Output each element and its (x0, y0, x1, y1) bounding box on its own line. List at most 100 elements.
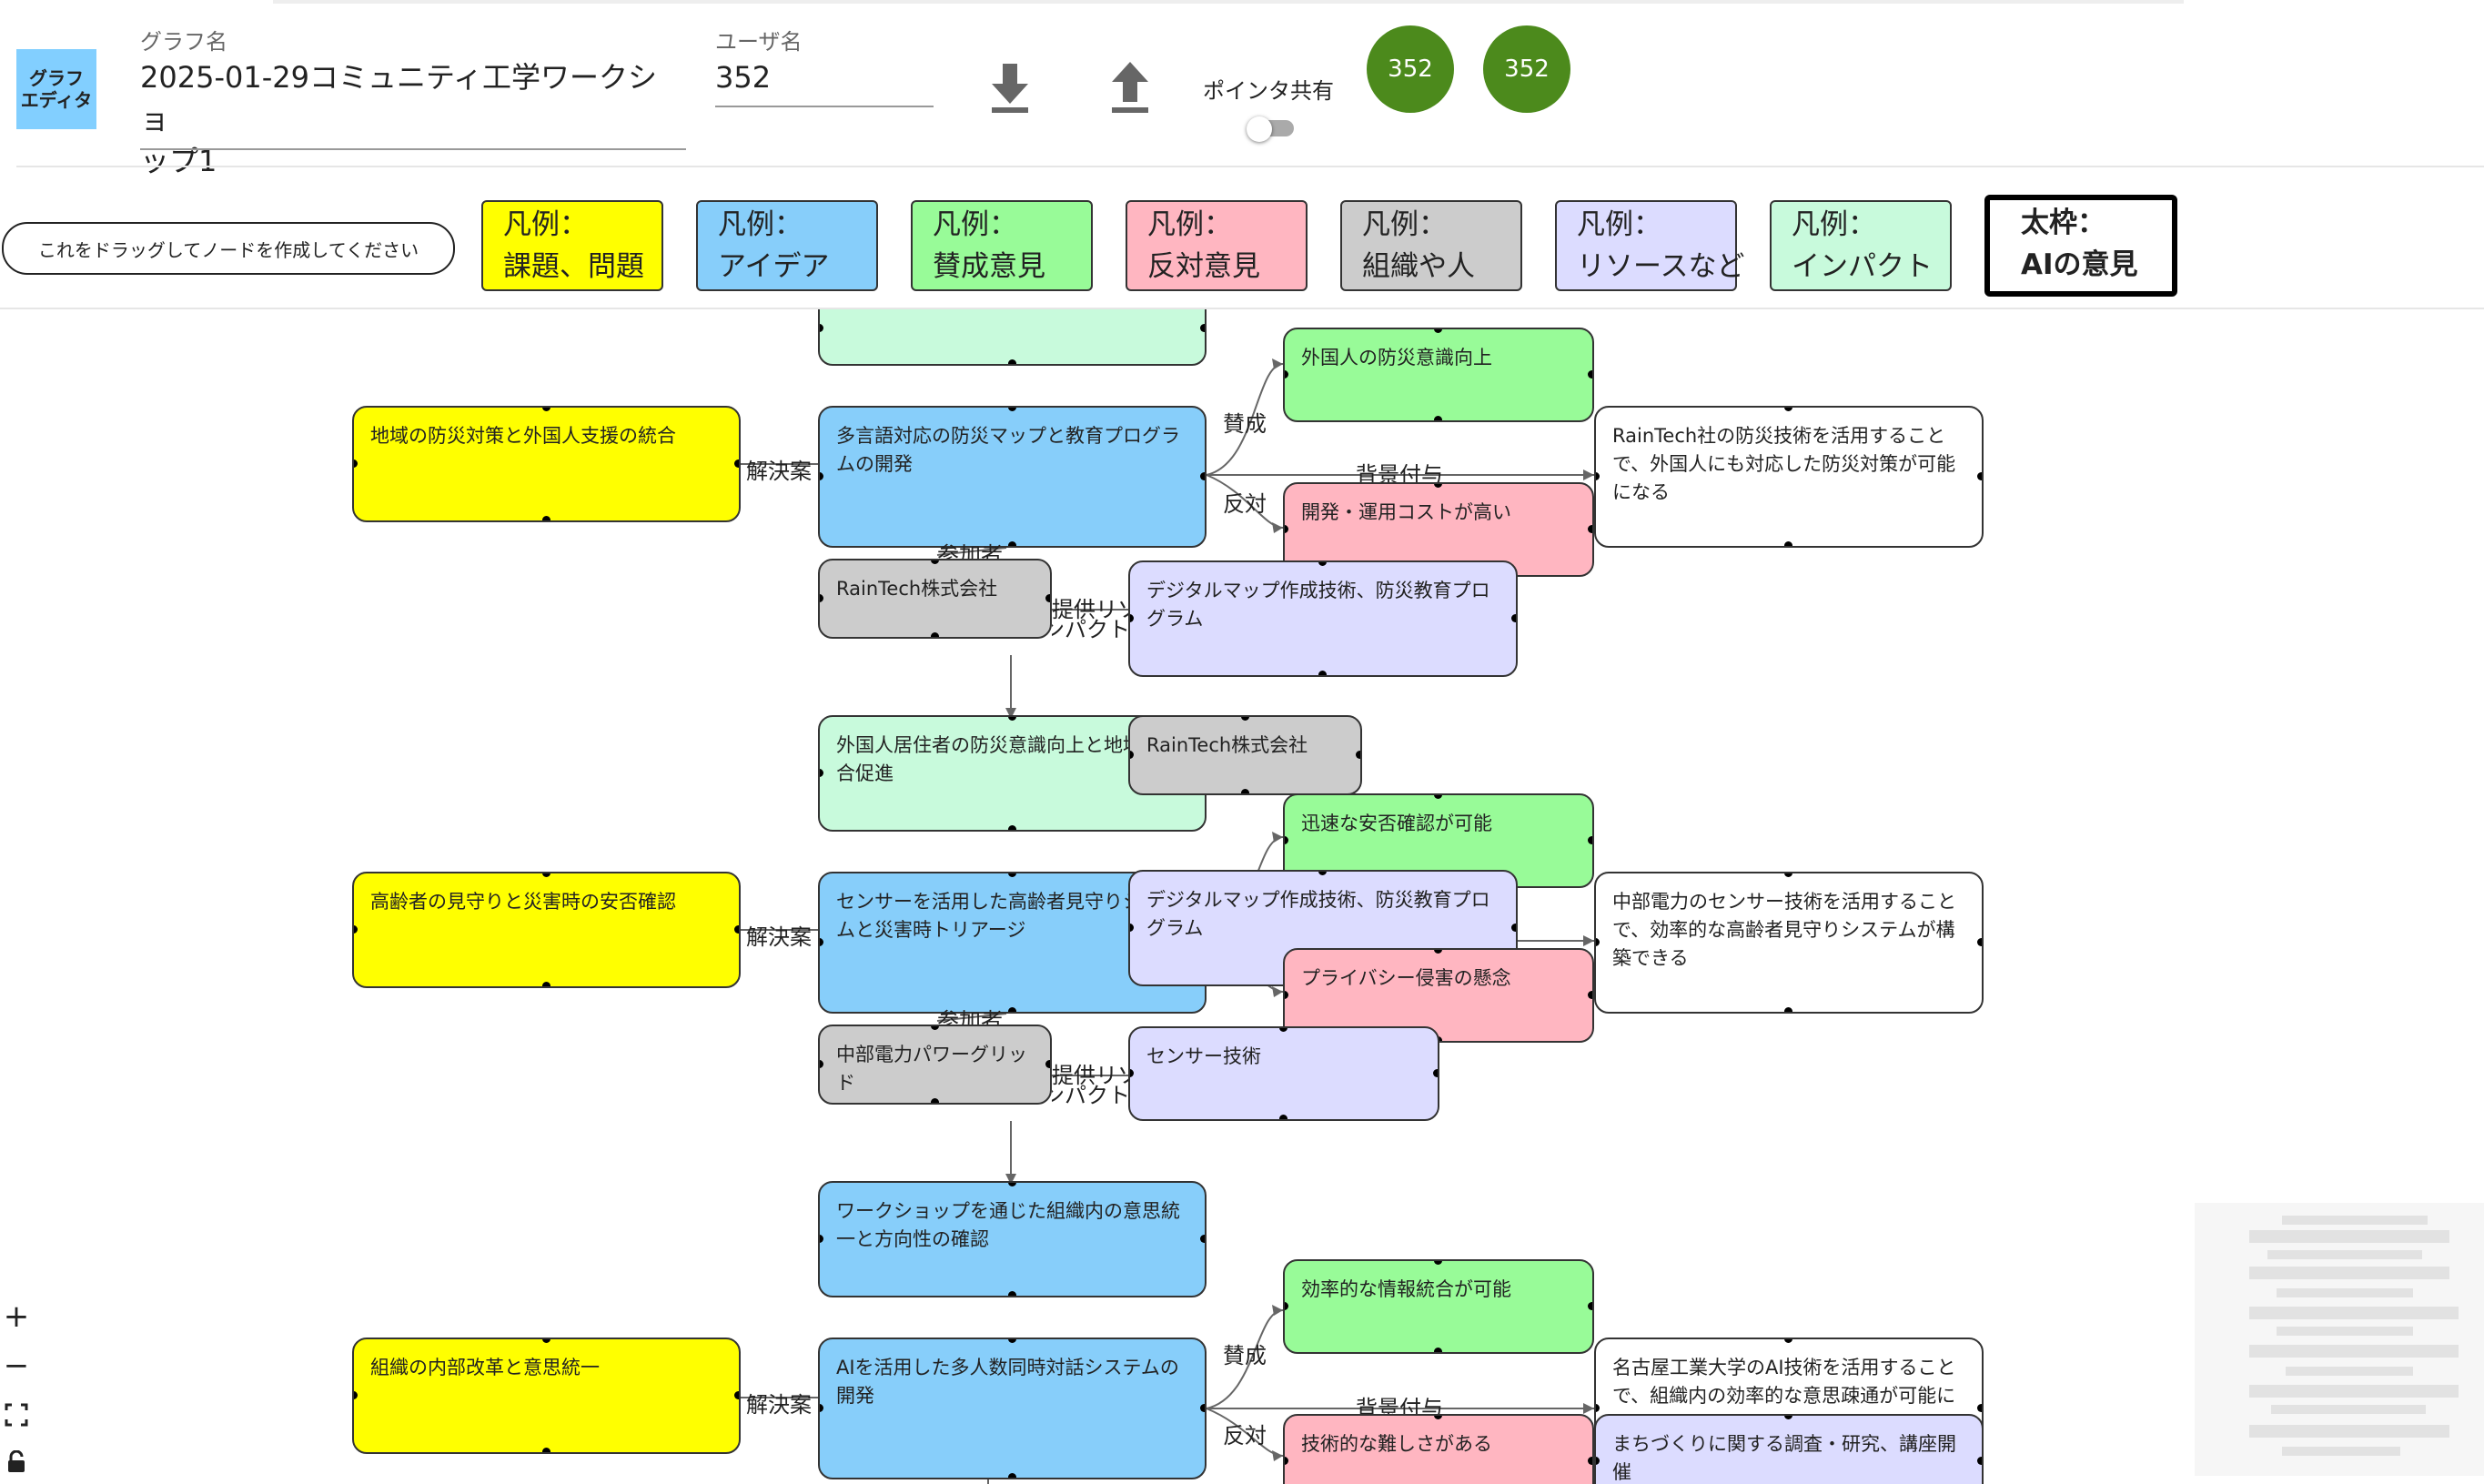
connection-handle-top[interactable] (1240, 717, 1249, 721)
graph-node-pro[interactable]: 効率的な情報統合が可能 (1283, 1259, 1594, 1354)
connection-handle-top[interactable] (1007, 717, 1016, 721)
connection-handle-bottom[interactable] (1784, 541, 1792, 546)
connection-handle-top[interactable] (1784, 1339, 1792, 1343)
connection-handle-left[interactable] (1596, 1404, 1600, 1412)
connection-handle-bottom[interactable] (1434, 1348, 1442, 1352)
connection-handle-top[interactable] (930, 560, 939, 564)
connection-handle-right[interactable] (1200, 1235, 1205, 1243)
connection-handle-bottom[interactable] (1007, 1291, 1016, 1296)
connection-handle-right[interactable] (1977, 938, 1982, 946)
connection-handle-right[interactable] (1356, 751, 1360, 759)
connection-handle-left[interactable] (820, 1404, 823, 1412)
connection-handle-right[interactable] (1588, 991, 1592, 999)
connection-handle-top[interactable] (1784, 1416, 1792, 1419)
connection-handle-right[interactable] (1433, 1069, 1438, 1077)
pointer-share-toggle[interactable] (1247, 116, 1298, 142)
connection-handle-top[interactable] (1434, 1416, 1442, 1419)
connection-handle-right[interactable] (1045, 1060, 1050, 1068)
connection-handle-left[interactable] (820, 324, 823, 332)
legend-pro[interactable]: 凡例： 賛成意見 (911, 200, 1093, 291)
connection-handle-left[interactable] (1285, 1302, 1288, 1310)
user-avatar[interactable]: 352 (1483, 25, 1570, 113)
connection-handle-left[interactable] (354, 925, 358, 934)
connection-handle-left[interactable] (820, 1060, 823, 1068)
connection-handle-bottom[interactable] (1007, 825, 1016, 830)
connection-handle-left[interactable] (1285, 525, 1288, 533)
connection-handle-left[interactable] (820, 594, 823, 602)
connection-handle-left[interactable] (820, 938, 823, 946)
connection-handle-top[interactable] (1434, 950, 1442, 954)
graph-node-resource[interactable]: まちづくりに関する調査・研究、講座開催 (1594, 1414, 1984, 1484)
connection-handle-bottom[interactable] (1007, 1473, 1016, 1478)
connection-handle-right[interactable] (1588, 1457, 1592, 1465)
connection-handle-top[interactable] (1434, 484, 1442, 488)
legend-impact[interactable]: 凡例： インパクト (1770, 200, 1952, 291)
connection-handle-left[interactable] (1285, 991, 1288, 999)
connection-handle-left[interactable] (1596, 938, 1600, 946)
connection-handle-right[interactable] (1977, 472, 1982, 480)
connection-handle-left[interactable] (820, 472, 823, 480)
graph-node-organization[interactable]: RainTech株式会社 (1128, 715, 1362, 795)
lock-button[interactable] (0, 1441, 33, 1483)
connection-handle-left[interactable] (1596, 1457, 1600, 1465)
connection-handle-top[interactable] (1279, 1028, 1287, 1032)
connection-handle-top[interactable] (1007, 1339, 1016, 1343)
connection-handle-top[interactable] (1007, 408, 1016, 411)
connection-handle-right[interactable] (1045, 594, 1050, 602)
connection-handle-bottom[interactable] (1007, 541, 1016, 546)
connection-handle-right[interactable] (1977, 1404, 1982, 1412)
connection-handle-top[interactable] (1007, 873, 1016, 877)
zoom-out-button[interactable]: − (3, 1348, 30, 1384)
user-name-input[interactable]: 352 (715, 60, 772, 95)
connection-handle-right[interactable] (734, 925, 739, 934)
graph-node-issue[interactable]: 高齢者の見守りと災害時の安否確認 (352, 872, 741, 988)
connection-handle-bottom[interactable] (930, 1098, 939, 1103)
graph-node-issue[interactable]: 地域の防災対策と外国人支援の統合 (352, 406, 741, 522)
minimap[interactable] (2195, 1203, 2484, 1476)
download-button[interactable] (983, 56, 1037, 120)
legend-idea[interactable]: 凡例： アイデア (696, 200, 878, 291)
fit-view-button[interactable] (0, 1394, 33, 1436)
connection-handle-top[interactable] (541, 408, 550, 411)
graph-node-impact[interactable] (818, 309, 1207, 366)
graph-node-issue[interactable]: 組織の内部改革と意思統一 (352, 1338, 741, 1454)
connection-handle-bottom[interactable] (930, 632, 939, 637)
connection-handle-right[interactable] (734, 459, 739, 468)
graph-node-idea[interactable]: ワークショップを通じた組織内の意思統一と方向性の確認 (818, 1181, 1207, 1297)
user-avatar[interactable]: 352 (1367, 25, 1454, 113)
legend-resource[interactable]: 凡例： リソースなど (1555, 200, 1744, 291)
connection-handle-bottom[interactable] (1434, 416, 1442, 420)
zoom-in-button[interactable]: + (3, 1298, 30, 1335)
connection-handle-left[interactable] (1285, 1457, 1288, 1465)
graph-node-organization[interactable]: RainTech株式会社 (818, 559, 1052, 639)
connection-handle-top[interactable] (1434, 795, 1442, 799)
graph-node-resource[interactable]: デジタルマップ作成技術、防災教育プログラム (1128, 560, 1518, 677)
connection-handle-top[interactable] (1784, 873, 1792, 877)
connection-handle-top[interactable] (1318, 562, 1327, 566)
connection-handle-top[interactable] (1434, 1261, 1442, 1265)
graph-node-organization[interactable]: 中部電力パワーグリッド (818, 1025, 1052, 1105)
connection-handle-left[interactable] (1285, 836, 1288, 844)
graph-node-pro[interactable]: 外国人の防災意識向上 (1283, 328, 1594, 422)
connection-handle-left[interactable] (354, 459, 358, 468)
connection-handle-left[interactable] (1285, 370, 1288, 379)
connection-handle-top[interactable] (1318, 872, 1327, 875)
graph-node-idea[interactable]: 多言語対応の防災マップと教育プログラムの開発 (818, 406, 1207, 548)
graph-node-resource[interactable]: センサー技術 (1128, 1026, 1439, 1121)
connection-handle-right[interactable] (1588, 525, 1592, 533)
connection-handle-bottom[interactable] (1318, 671, 1327, 675)
connection-handle-right[interactable] (1200, 324, 1205, 332)
connection-handle-bottom[interactable] (1784, 1007, 1792, 1012)
connection-handle-bottom[interactable] (1240, 789, 1249, 793)
graph-canvas[interactable]: 地域の防災対策と外国人支援の統合 解決案 多言語対応の防災マップと教育プログラム… (0, 309, 2484, 1484)
connection-handle-top[interactable] (541, 873, 550, 877)
connection-handle-left[interactable] (1130, 614, 1134, 622)
connection-handle-right[interactable] (1200, 1404, 1205, 1412)
connection-handle-left[interactable] (1130, 1069, 1134, 1077)
legend-ai[interactable]: 太枠： AIの意見 (1984, 195, 2177, 297)
connection-handle-top[interactable] (1434, 329, 1442, 333)
connection-handle-bottom[interactable] (541, 982, 550, 986)
graph-node-idea[interactable]: AIを活用した多人数同時対話システムの開発 (818, 1338, 1207, 1479)
connection-handle-left[interactable] (1130, 924, 1134, 932)
connection-handle-right[interactable] (734, 1391, 739, 1399)
